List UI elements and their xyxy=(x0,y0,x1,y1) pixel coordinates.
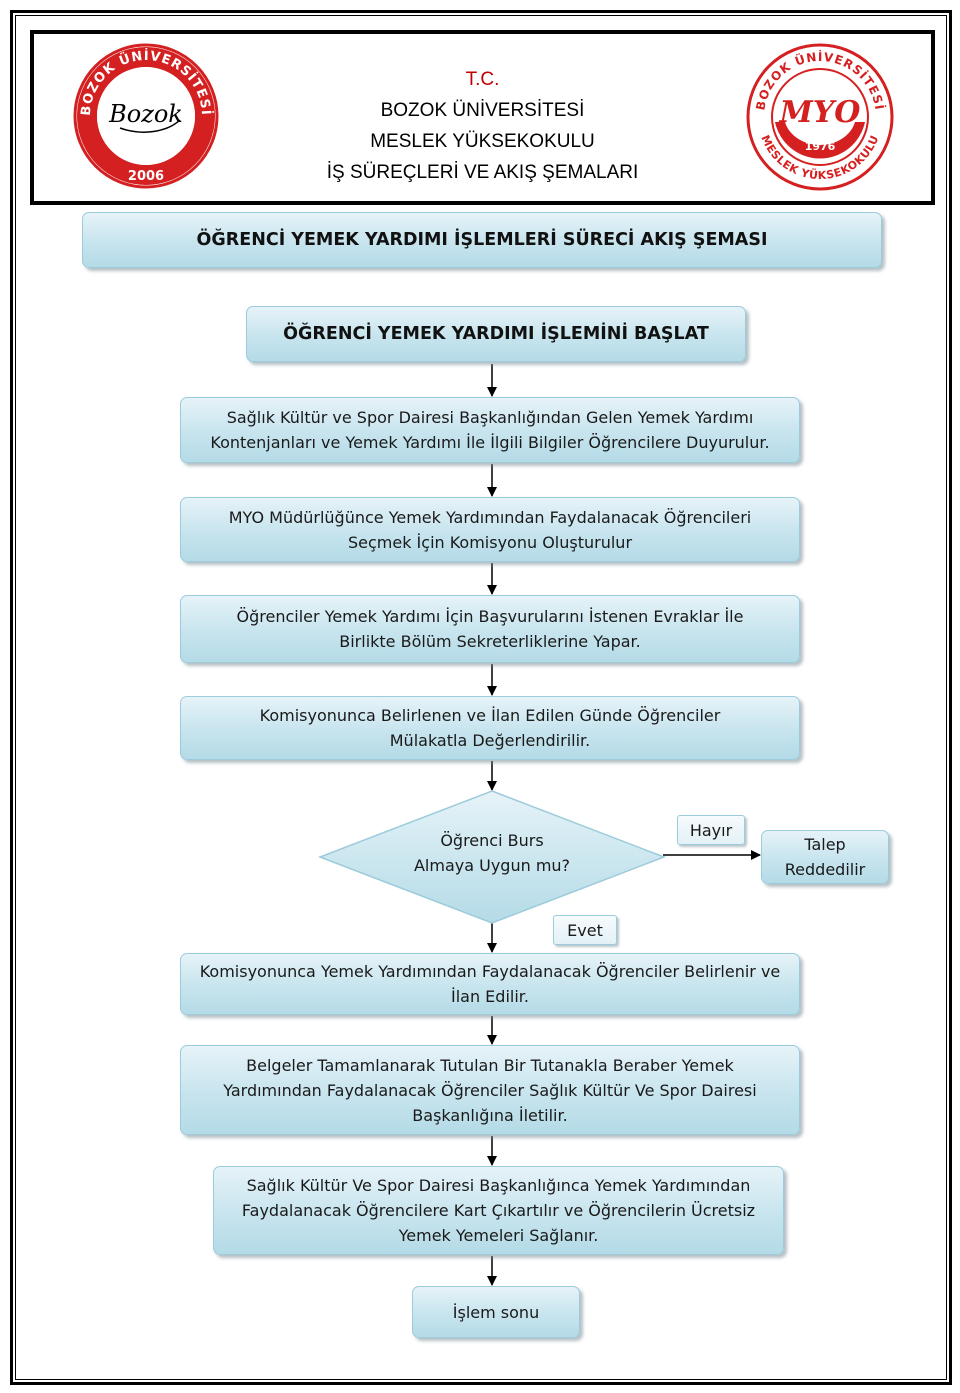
step-announce-beneficiaries: Komisyonunca Yemek Yardımından Faydalana… xyxy=(180,953,800,1015)
step1-line2: Kontenjanları ve Yemek Yardımı İle İlgil… xyxy=(210,433,770,452)
start-text: ÖĞRENCİ YEMEK YARDIMI İŞLEMİNİ BAŞLAT xyxy=(283,323,709,344)
no-branch-label: Hayır xyxy=(677,815,745,845)
header-line-university: BOZOK ÜNİVERSİTESİ xyxy=(380,100,585,121)
decision-question: Öğrenci Burs Almaya Uygun mu? xyxy=(392,828,592,878)
header-title-block: T.C. BOZOK ÜNİVERSİTESİ MESLEK YÜKSEKOKU… xyxy=(34,64,931,188)
end-box: İşlem sonu xyxy=(412,1286,580,1338)
step2-line2: Seçmek İçin Komisyonu Oluşturulur xyxy=(347,532,633,552)
yes-label-text: Evet xyxy=(567,920,603,940)
decision-diamond xyxy=(317,790,667,924)
step5-line1: Komisyonunca Yemek Yardımından Faydalana… xyxy=(199,962,781,981)
step4-line2: Mülakatla Değerlendirilir. xyxy=(389,731,591,750)
header-line-tc: T.C. xyxy=(465,69,500,90)
header-line-school: MESLEK YÜKSEKOKULU xyxy=(370,131,595,152)
right-logo-emblem: MYO xyxy=(779,95,861,130)
step7-line3: Yemek Yemeleri Sağlanır. xyxy=(398,1226,599,1245)
yes-branch-label: Evet xyxy=(553,915,617,945)
step7-line1: Sağlık Kültür Ve Spor Dairesi Başkanlığı… xyxy=(246,1176,751,1195)
step3-line2: Birlikte Bölüm Sekreterliklerine Yapar. xyxy=(339,632,641,651)
step4-line1: Komisyonunca Belirlenen ve İlan Edilen G… xyxy=(259,706,721,725)
header-line-subject: İŞ SÜREÇLERİ VE AKIŞ ŞEMALARI xyxy=(326,162,639,183)
step5-line2: İlan Edilir. xyxy=(450,987,529,1006)
end-text: İşlem sonu xyxy=(452,1302,540,1322)
step6-line2: Yardımından Faydalanacak Öğrenciler Sağl… xyxy=(223,1080,757,1100)
meslek-yuksekokulu-logo: BOZOK ÜNİVERSİTESİ MESLEK YÜKSEKOKULU MY… xyxy=(746,43,894,191)
page-inner-border xyxy=(15,15,947,1380)
step-forward-documents: Belgeler Tamamlanarak Tutulan Bir Tutana… xyxy=(180,1045,800,1135)
page-outer-border xyxy=(10,10,952,1385)
step6-line3: Başkanlığına İletilir. xyxy=(412,1105,568,1125)
step-form-commission: MYO Müdürlüğünce Yemek Yardımından Fayda… xyxy=(180,497,800,562)
step-announce-quota: Sağlık Kültür ve Spor Dairesi Başkanlığı… xyxy=(180,397,800,463)
decision-line1: Öğrenci Burs xyxy=(440,831,544,850)
step-interview: Komisyonunca Belirlenen ve İlan Edilen G… xyxy=(180,696,800,760)
reject-line1: Talep xyxy=(804,835,846,854)
left-logo-signature: Bozok xyxy=(108,100,183,128)
right-logo-year: 1976 xyxy=(805,140,836,153)
step-issue-cards: Sağlık Kültür Ve Spor Dairesi Başkanlığı… xyxy=(213,1166,784,1255)
flowchart-title-text: ÖĞRENCİ YEMEK YARDIMI İŞLEMLERİ SÜRECİ A… xyxy=(196,229,768,250)
document-header: T.C. BOZOK ÜNİVERSİTESİ MESLEK YÜKSEKOKU… xyxy=(30,30,935,205)
decision-line2: Almaya Uygun mu? xyxy=(413,856,571,875)
step1-line1: Sağlık Kültür ve Spor Dairesi Başkanlığı… xyxy=(226,408,754,427)
flowchart-title: ÖĞRENCİ YEMEK YARDIMI İŞLEMLERİ SÜRECİ A… xyxy=(82,212,882,268)
step7-line2: Faydalanacak Öğrencilere Kart Çıkartılır… xyxy=(241,1201,756,1220)
step3-line1: Öğrenciler Yemek Yardımı İçin Başvurular… xyxy=(236,607,744,626)
bozok-university-logo: BOZOK ÜNİVERSİTESİ Bozok 2006 xyxy=(73,43,219,189)
reject-line2: Reddedilir xyxy=(784,860,866,879)
step2-line1: MYO Müdürlüğünce Yemek Yardımından Fayda… xyxy=(228,507,752,527)
left-logo-year: 2006 xyxy=(128,169,164,184)
no-label-text: Hayır xyxy=(689,820,733,840)
step6-line1: Belgeler Tamamlanarak Tutulan Bir Tutana… xyxy=(246,1055,734,1075)
start-box: ÖĞRENCİ YEMEK YARDIMI İŞLEMİNİ BAŞLAT xyxy=(246,306,746,362)
step-student-application: Öğrenciler Yemek Yardımı İçin Başvurular… xyxy=(180,595,800,663)
